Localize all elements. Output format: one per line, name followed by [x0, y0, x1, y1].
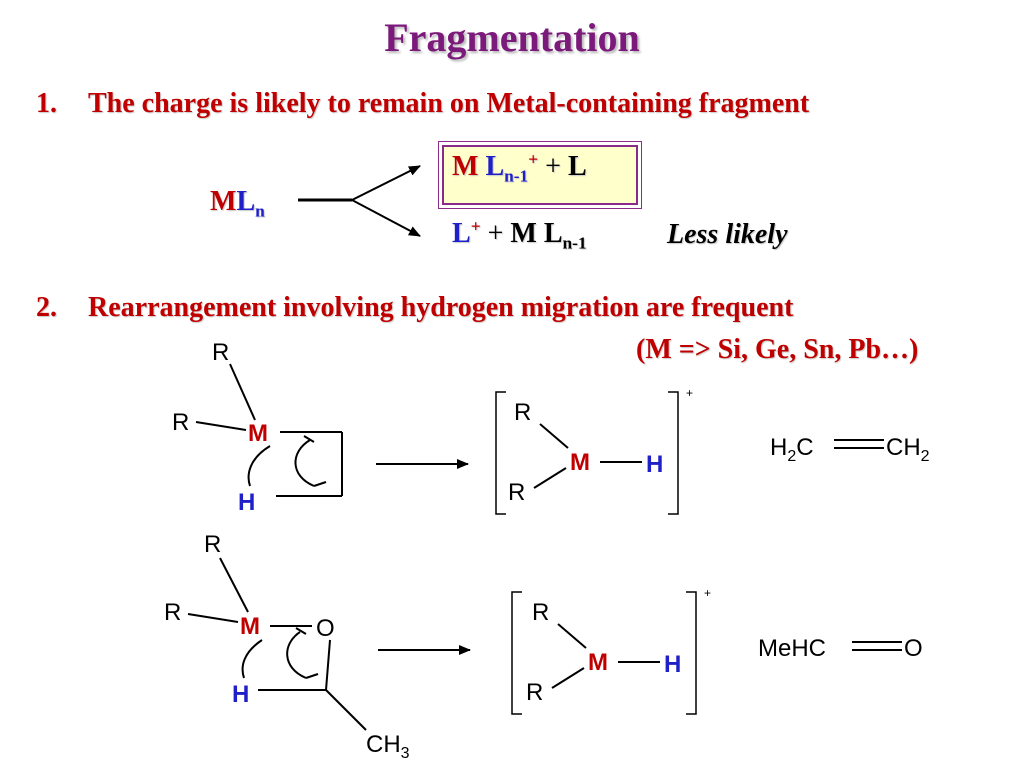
reactant-ligand: L — [236, 186, 256, 217]
acetaldehyde: MeHC O — [758, 635, 923, 662]
reactant-ligand-count: n — [255, 201, 265, 221]
s3-methyl-sub: 3 — [401, 745, 410, 762]
favored-product: M Ln-1+ + L — [452, 149, 587, 186]
branching-arrow — [298, 165, 421, 237]
svg-text:H2C: H2C — [770, 434, 814, 465]
s2-r-top: R — [212, 339, 229, 366]
metal-condition: (M => Si, Ge, Sn, Pb…) — [636, 334, 919, 365]
less-likely-note: Less likely — [667, 219, 788, 250]
less-metal: M — [510, 218, 537, 249]
slide-title: Fragmentation — [384, 15, 640, 60]
favored-plus: + — [545, 151, 561, 182]
scheme2-product: + R R M H — [495, 386, 693, 515]
favored-product-box — [442, 145, 638, 205]
s2-prod-hydrogen: H — [646, 451, 663, 478]
ethylene: H2C CH2 — [770, 434, 930, 465]
favored-ligand-count: n-1 — [504, 166, 529, 186]
scheme2-reactant: R R M H — [172, 339, 343, 516]
aldehyde-oxygen: O — [904, 635, 923, 662]
s3-prod-r-bottom: R — [526, 679, 543, 706]
favored-ligand: L — [485, 151, 505, 182]
aldehyde-left: MeHC — [758, 635, 826, 662]
s3-product-charge: + — [704, 586, 711, 600]
favored-free-ligand: L — [567, 151, 587, 182]
point-1: 1. The charge is likely to remain on Meta… — [36, 88, 809, 120]
favored-metal: M — [452, 151, 479, 182]
s3-prod-r-top: R — [532, 599, 549, 626]
point-2-number: 2. — [36, 292, 57, 323]
s2-metal: M — [248, 420, 268, 447]
s2-prod-r-top: R — [514, 399, 531, 426]
s2-product-charge: + — [686, 386, 693, 400]
less-plus: + — [487, 218, 504, 249]
point-2: 2. Rearrangement involving hydrogen migra… — [36, 292, 793, 324]
reactant-metal: M — [210, 186, 237, 217]
point-2-text: Rearrangement involving hydrogen migrati… — [88, 292, 794, 323]
ethylene-h: H — [770, 434, 787, 461]
s3-oxygen: O — [316, 615, 335, 642]
point-1-number: 1. — [36, 88, 57, 119]
ethylene-c: C — [796, 434, 813, 461]
reactant-mln: MLn — [210, 186, 265, 221]
s3-methyl: CH — [366, 731, 401, 758]
s2-r-left: R — [172, 409, 189, 436]
s3-hydrogen: H — [232, 681, 249, 708]
point-1-text: The charge is likely to remain on Metal-… — [88, 88, 810, 119]
ethylene-ch-sub: 2 — [921, 448, 930, 465]
s3-prod-metal: M — [588, 649, 608, 676]
s2-prod-metal: M — [570, 449, 590, 476]
s3-prod-hydrogen: H — [664, 651, 681, 678]
less-ion: L — [452, 218, 471, 249]
less-likely-product: L+ + M Ln-1 — [452, 216, 587, 253]
s3-r-top: R — [204, 531, 221, 558]
scheme3-product: + R R M H — [511, 586, 711, 715]
s3-r-left: R — [164, 599, 181, 626]
s3-metal: M — [240, 613, 260, 640]
ethylene-h-sub: 2 — [787, 448, 796, 465]
scheme3-reactant: R R M O H CH3 — [164, 531, 410, 762]
favored-charge: + — [528, 149, 539, 169]
less-charge: + — [470, 216, 481, 236]
svg-text:CH3: CH3 — [366, 731, 410, 762]
s2-hydrogen: H — [238, 489, 255, 516]
less-ligand: L — [543, 218, 563, 249]
svg-text:CH2: CH2 — [886, 434, 930, 465]
less-ligand-count: n-1 — [562, 233, 587, 253]
ethylene-ch: CH — [886, 434, 921, 461]
s2-prod-r-bottom: R — [508, 479, 525, 506]
